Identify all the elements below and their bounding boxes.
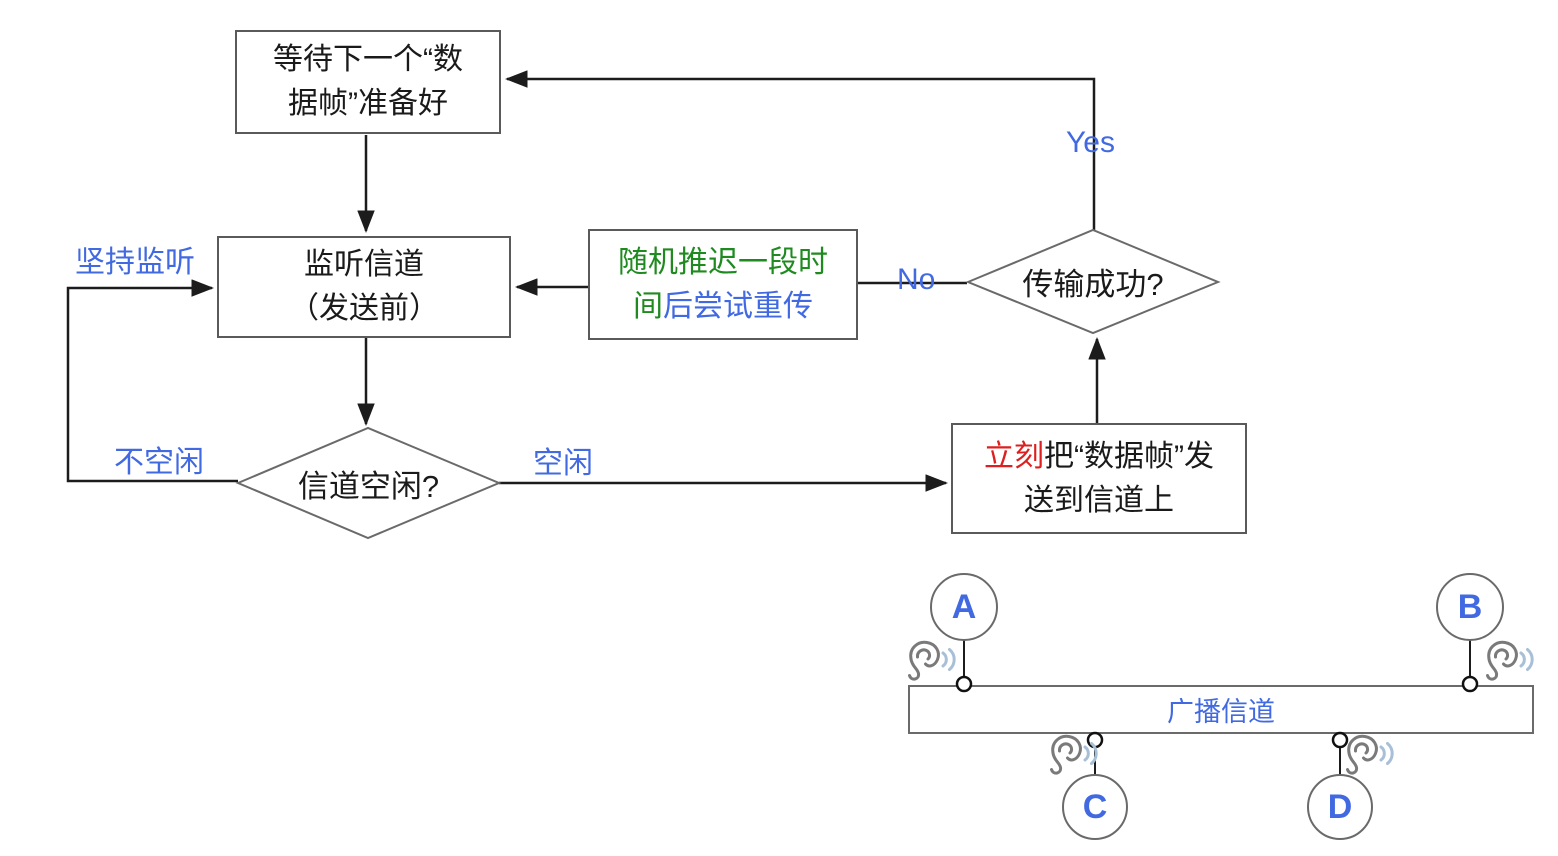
node-b-circle	[1436, 573, 1504, 641]
ear-icon	[1346, 734, 1394, 775]
retry-text-green: 间	[633, 289, 663, 323]
arrow-notidle-loop-to-listen	[66, 279, 238, 483]
node-d-tap-dot	[1331, 731, 1349, 749]
node-c-circle	[1062, 774, 1128, 840]
retry-box-line2: 间后尝试重传	[633, 285, 813, 329]
wait-box-line2: 据帧”准备好	[288, 87, 448, 120]
listen-box-line1: 监听信道	[304, 248, 424, 281]
node-d-circle	[1307, 774, 1373, 840]
success-diamond-label: 传输成功?	[1022, 267, 1164, 302]
wait-box-line1: 等待下一个“数	[273, 43, 463, 76]
label-persist-listen: 坚持监听	[75, 246, 195, 279]
idle-diamond-label: 信道空闲?	[297, 468, 440, 504]
label-no: No	[897, 263, 936, 296]
ear-icon	[908, 640, 956, 681]
success-diamond-shape	[965, 228, 1221, 335]
node-a-tap-dot	[955, 675, 973, 693]
send-text-red: 立刻	[984, 439, 1044, 473]
retry-box-line1: 随机推迟一段时	[618, 241, 828, 285]
node-c-tap-dot	[1086, 731, 1104, 749]
wait-next-frame-box: 等待下一个“数 据帧”准备好	[235, 30, 501, 134]
label-not-idle: 不空闲	[114, 446, 204, 479]
send-text-black: 把“数据帧”发	[1044, 439, 1214, 473]
listen-box-line2: （发送前）	[289, 292, 439, 325]
broadcast-channel-label: 广播信道	[1167, 697, 1275, 727]
label-idle: 空闲	[533, 447, 593, 480]
idle-diamond-shape	[235, 426, 502, 540]
send-frame-box: 立刻把“数据帧”发 送到信道上	[951, 423, 1247, 534]
arrow-yes-to-wait	[504, 70, 1096, 230]
send-box-line1: 立刻把“数据帧”发	[984, 435, 1214, 479]
node-c-label: C	[1082, 787, 1108, 826]
broadcast-channel-bar	[908, 685, 1534, 734]
node-a-label: A	[951, 587, 977, 626]
label-yes: Yes	[1066, 126, 1115, 159]
node-b-label: B	[1457, 587, 1483, 626]
node-b-tap-dot	[1461, 675, 1479, 693]
listen-channel-box: 监听信道 （发送前）	[217, 236, 511, 338]
node-a-circle	[930, 573, 998, 641]
random-retry-box: 随机推迟一段时 间后尝试重传	[588, 229, 858, 340]
node-d-label: D	[1327, 787, 1353, 826]
retry-text-blue: 后尝试重传	[663, 289, 813, 323]
ear-icon	[1486, 640, 1534, 681]
retry-text-green: 随机推迟一段时	[618, 245, 828, 279]
send-box-line2: 送到信道上	[1024, 483, 1174, 517]
